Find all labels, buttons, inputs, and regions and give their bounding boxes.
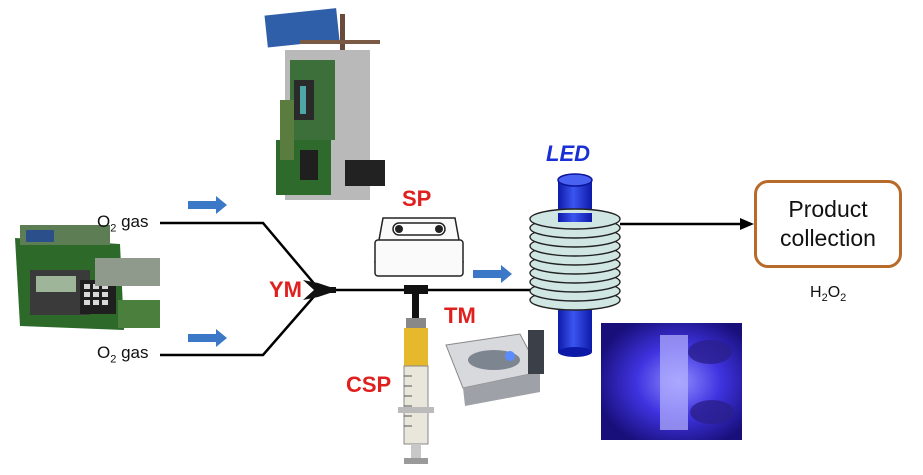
syringe-pump-icon — [374, 217, 464, 277]
arrowhead-to-collection — [740, 218, 754, 230]
thermostat-bath-photo — [445, 330, 544, 406]
y-mixer — [303, 280, 336, 300]
gas-inlet-top-label: O2 gas — [97, 212, 149, 235]
gas-inlet-bottom-label: O2 gas — [97, 343, 149, 366]
product-collection-box: Product collection — [754, 180, 902, 268]
syringe-pump-photo-left — [15, 225, 160, 330]
product-line-2: collection — [780, 225, 876, 251]
flow-arrows — [188, 196, 512, 347]
led-irradiation-photo — [601, 323, 742, 440]
h2o2-label: H2O2 — [810, 284, 847, 305]
led-label: LED — [546, 141, 590, 166]
product-line-1: Product — [788, 196, 868, 222]
sp-label: SP — [402, 186, 432, 211]
csp-label: CSP — [346, 372, 392, 397]
syringe-pump-photo-top — [264, 8, 385, 200]
tm-label: TM — [444, 303, 476, 328]
led-photoreactor — [529, 173, 621, 357]
t-mixer — [404, 285, 428, 294]
syringe-photo — [398, 318, 434, 464]
ym-label: YM — [269, 277, 302, 302]
